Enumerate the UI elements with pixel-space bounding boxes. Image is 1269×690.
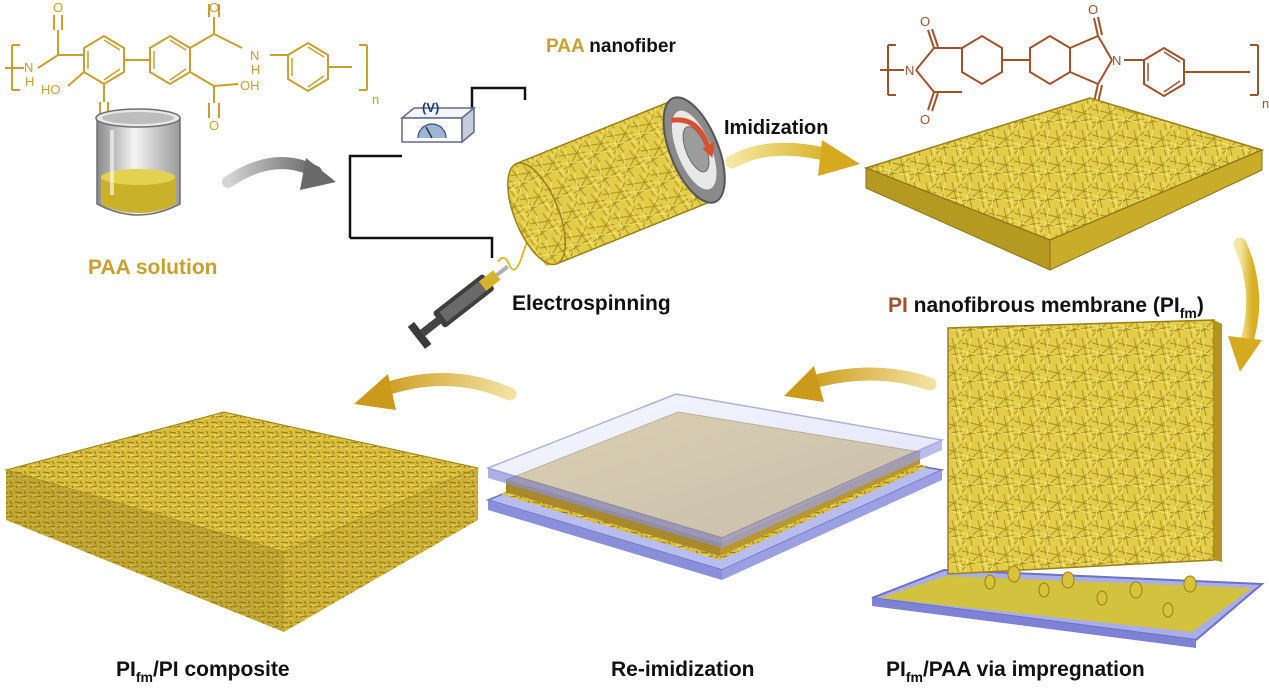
composite-prefix: PI <box>116 658 136 681</box>
paa-oh: OH <box>240 78 260 93</box>
paa-structure <box>5 4 368 118</box>
imidization-arrow <box>725 140 860 176</box>
pi-membrane-main: nanofibrous membrane (PI <box>908 294 1180 317</box>
impregnation-sub: fm <box>906 669 923 685</box>
pi-membrane-sub: fm <box>1180 305 1197 321</box>
paa-ho: HO <box>41 82 61 97</box>
imidization-label: Imidization <box>724 117 828 139</box>
voltmeter-icon: (V) <box>399 100 477 144</box>
pi-o2: O <box>920 112 930 127</box>
impregnation-label: PIfm/PAA via impregnation <box>886 658 1145 685</box>
pi-membrane-prefix: PI <box>888 294 908 317</box>
impregnation-prefix: PI <box>886 658 906 681</box>
beaker-icon <box>95 108 181 216</box>
paa-o4: O <box>209 118 219 133</box>
voltmeter-label: (V) <box>422 100 439 115</box>
paa-o3: O <box>209 0 219 15</box>
gold-arrow-to-composite <box>354 373 517 410</box>
paa-solution-label: PAA solution <box>88 256 218 279</box>
pi-membrane-end: ) <box>1197 294 1204 317</box>
reimidization-label: Re-imidization <box>611 658 755 681</box>
paa-h-left: H <box>25 74 34 89</box>
impregnation-illustration <box>871 319 1265 648</box>
paa-nanofiber-prefix: PAA <box>546 36 585 57</box>
pi-membrane-label: PI nanofibrous membrane (PIfm) <box>888 294 1204 321</box>
composite-sub: fm <box>136 669 153 685</box>
pi-n-right: N <box>1112 53 1121 68</box>
rotating-drum-icon <box>507 96 726 266</box>
gold-arrow-down <box>1228 237 1262 372</box>
paa-atom-labels: n N H N H HO OH O O O O <box>24 0 379 133</box>
paa-nanofiber-label: PAA nanofiber <box>546 36 676 57</box>
paa-repeat-n: n <box>372 92 379 107</box>
paa-h-right: H <box>251 62 260 77</box>
pi-repeat-n: n <box>1262 96 1269 111</box>
pi-membrane-illustration <box>863 97 1265 271</box>
composite-label: PIfm/PI composite <box>116 658 290 685</box>
pi-structure <box>880 16 1259 112</box>
pi-o3: O <box>1088 2 1098 17</box>
pi-n-left: N <box>905 63 914 78</box>
gold-arrow-to-reimidization <box>784 366 937 402</box>
syringe-icon <box>407 264 510 349</box>
paa-o1: O <box>53 0 63 15</box>
impregnation-main: /PAA via impregnation <box>923 658 1145 681</box>
electrospinning-circuit <box>348 86 527 258</box>
reimidization-illustration <box>485 393 945 580</box>
paa-n-left: N <box>24 60 33 75</box>
composite-main: /PI composite <box>153 658 290 681</box>
pi-o1: O <box>920 14 930 29</box>
electrospinning-label: Electrospinning <box>512 292 671 315</box>
gray-arrow-to-electrospinning <box>222 157 336 190</box>
paa-nanofiber-suffix: nanofiber <box>584 36 676 57</box>
composite-illustration <box>4 411 480 632</box>
paa-n-right: N <box>250 48 259 63</box>
